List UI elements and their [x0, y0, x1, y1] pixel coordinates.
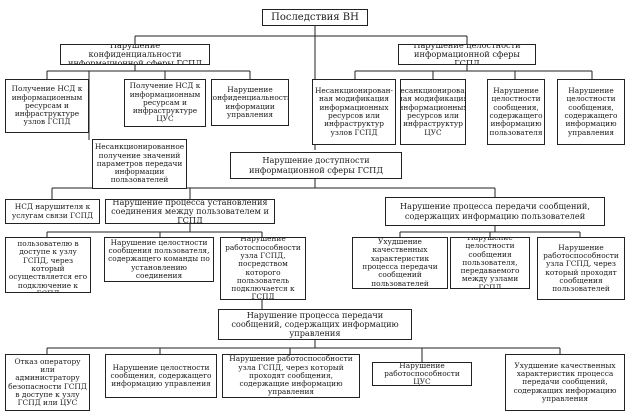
- avail-user-messages: Нарушение процесса передачи сообщений, с…: [385, 197, 605, 226]
- avail-nsd-services: НСД нарушителя к услугам связи ГСПД: [5, 199, 100, 224]
- availability-node: Нарушение доступности информационной сфе…: [230, 152, 402, 179]
- conf-item-nsd-cus: Получение НСД к информационным ресурсам …: [124, 79, 206, 127]
- confidentiality-node: Нарушение конфиденциальности информацион…: [60, 44, 210, 65]
- integ-item-user-message: Нарушение целостности сообщения, содержа…: [487, 79, 545, 145]
- conn-item-node-operability: Нарушение работоспособности узла ГСПД, п…: [220, 237, 306, 300]
- cmsg-item-access-denied: Отказ оператору или администратору безоп…: [5, 354, 90, 411]
- conn-item-message-integrity: Нарушение целостности сообщения пользова…: [104, 237, 214, 282]
- umsg-item-integrity: Нарушение целостности сообщения пользова…: [450, 237, 530, 289]
- conf-item-parameters: Несанкционированное получение значений п…: [92, 139, 187, 189]
- cmsg-item-node-operability: Нарушение работоспособности узла ГСПД, ч…: [222, 354, 360, 398]
- integ-item-control-message: Нарушение целостности сообщения, содержа…: [557, 79, 625, 145]
- avail-control-messages: Нарушение процесса передачи сообщений, с…: [218, 309, 412, 340]
- integ-item-cus-modification: Несанкционирован-ная модификация информа…: [400, 79, 466, 145]
- root-node: Последствия ВН: [262, 9, 368, 26]
- conf-item-nsd-nodes: Получение НСД к информационным ресурсам …: [5, 79, 89, 133]
- cmsg-item-cus-operability: Нарушение работоспособности ЦУС: [372, 362, 472, 386]
- cmsg-item-quality: Ухудшение качественных характеристик про…: [505, 354, 625, 411]
- cmsg-item-integrity: Нарушение целостности сообщения, содержа…: [105, 354, 217, 398]
- conf-item-control-info: Нарушение конфиденциальности информации …: [211, 79, 289, 126]
- umsg-item-quality: Ухудшение качественных характеристик про…: [352, 237, 448, 289]
- conn-item-access-denied: Отказ пользователю в доступе к узлу ГСПД…: [5, 237, 91, 293]
- umsg-item-node-operability: Нарушение работоспособности узла ГСПД, ч…: [537, 237, 625, 300]
- integ-item-nodes-modification: Несанкционирован-ная модификация информа…: [312, 79, 396, 145]
- integrity-node: Нарушение целостности информационной сфе…: [398, 44, 536, 65]
- avail-connection-process: Нарушение процесса установления соединен…: [105, 199, 275, 224]
